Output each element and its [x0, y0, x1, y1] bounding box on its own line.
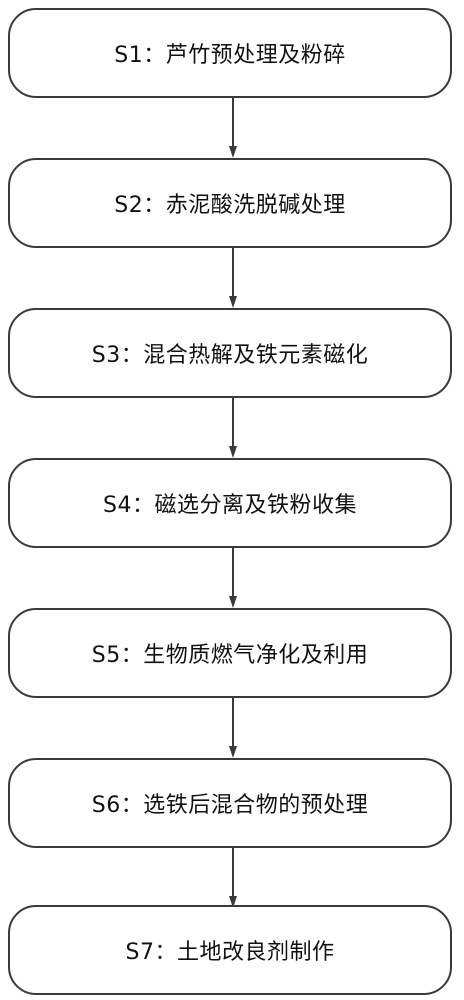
step-s3-label: S3：混合热解及铁元素磁化 — [91, 343, 369, 368]
arrow-down-icon — [229, 698, 237, 758]
step-s5-box: S5：生物质燃气净化及利用 — [8, 608, 452, 698]
arrow-down-icon — [229, 398, 237, 458]
step-s6-label: S6：选铁后混合物的预处理 — [91, 793, 369, 818]
step-s7-box: S7：土地改良剂制作 — [8, 905, 452, 995]
step-s4-box: S4：磁选分离及铁粉收集 — [8, 458, 452, 548]
arrow-s6-to-s7 — [229, 848, 237, 908]
step-s2-box: S2：赤泥酸洗脱碱处理 — [8, 158, 452, 248]
step-s5-label: S5：生物质燃气净化及利用 — [91, 643, 369, 668]
arrow-down-icon — [229, 248, 237, 308]
arrow-s1-to-s2 — [229, 98, 237, 158]
step-s3-box: S3：混合热解及铁元素磁化 — [8, 308, 452, 398]
arrow-s3-to-s4 — [229, 398, 237, 458]
step-s7-label: S7：土地改良剂制作 — [125, 940, 335, 965]
step-s2-label: S2：赤泥酸洗脱碱处理 — [114, 193, 346, 218]
arrow-s5-to-s6 — [229, 698, 237, 758]
step-s6-box: S6：选铁后混合物的预处理 — [8, 758, 452, 848]
arrow-down-icon — [229, 548, 237, 608]
arrow-down-icon — [229, 98, 237, 158]
step-s1-label: S1：芦竹预处理及粉碎 — [114, 43, 346, 68]
step-s4-label: S4：磁选分离及铁粉收集 — [103, 493, 357, 518]
arrow-s2-to-s3 — [229, 248, 237, 308]
arrow-s4-to-s5 — [229, 548, 237, 608]
step-s1-box: S1：芦竹预处理及粉碎 — [8, 8, 452, 98]
arrow-down-icon — [229, 848, 237, 908]
